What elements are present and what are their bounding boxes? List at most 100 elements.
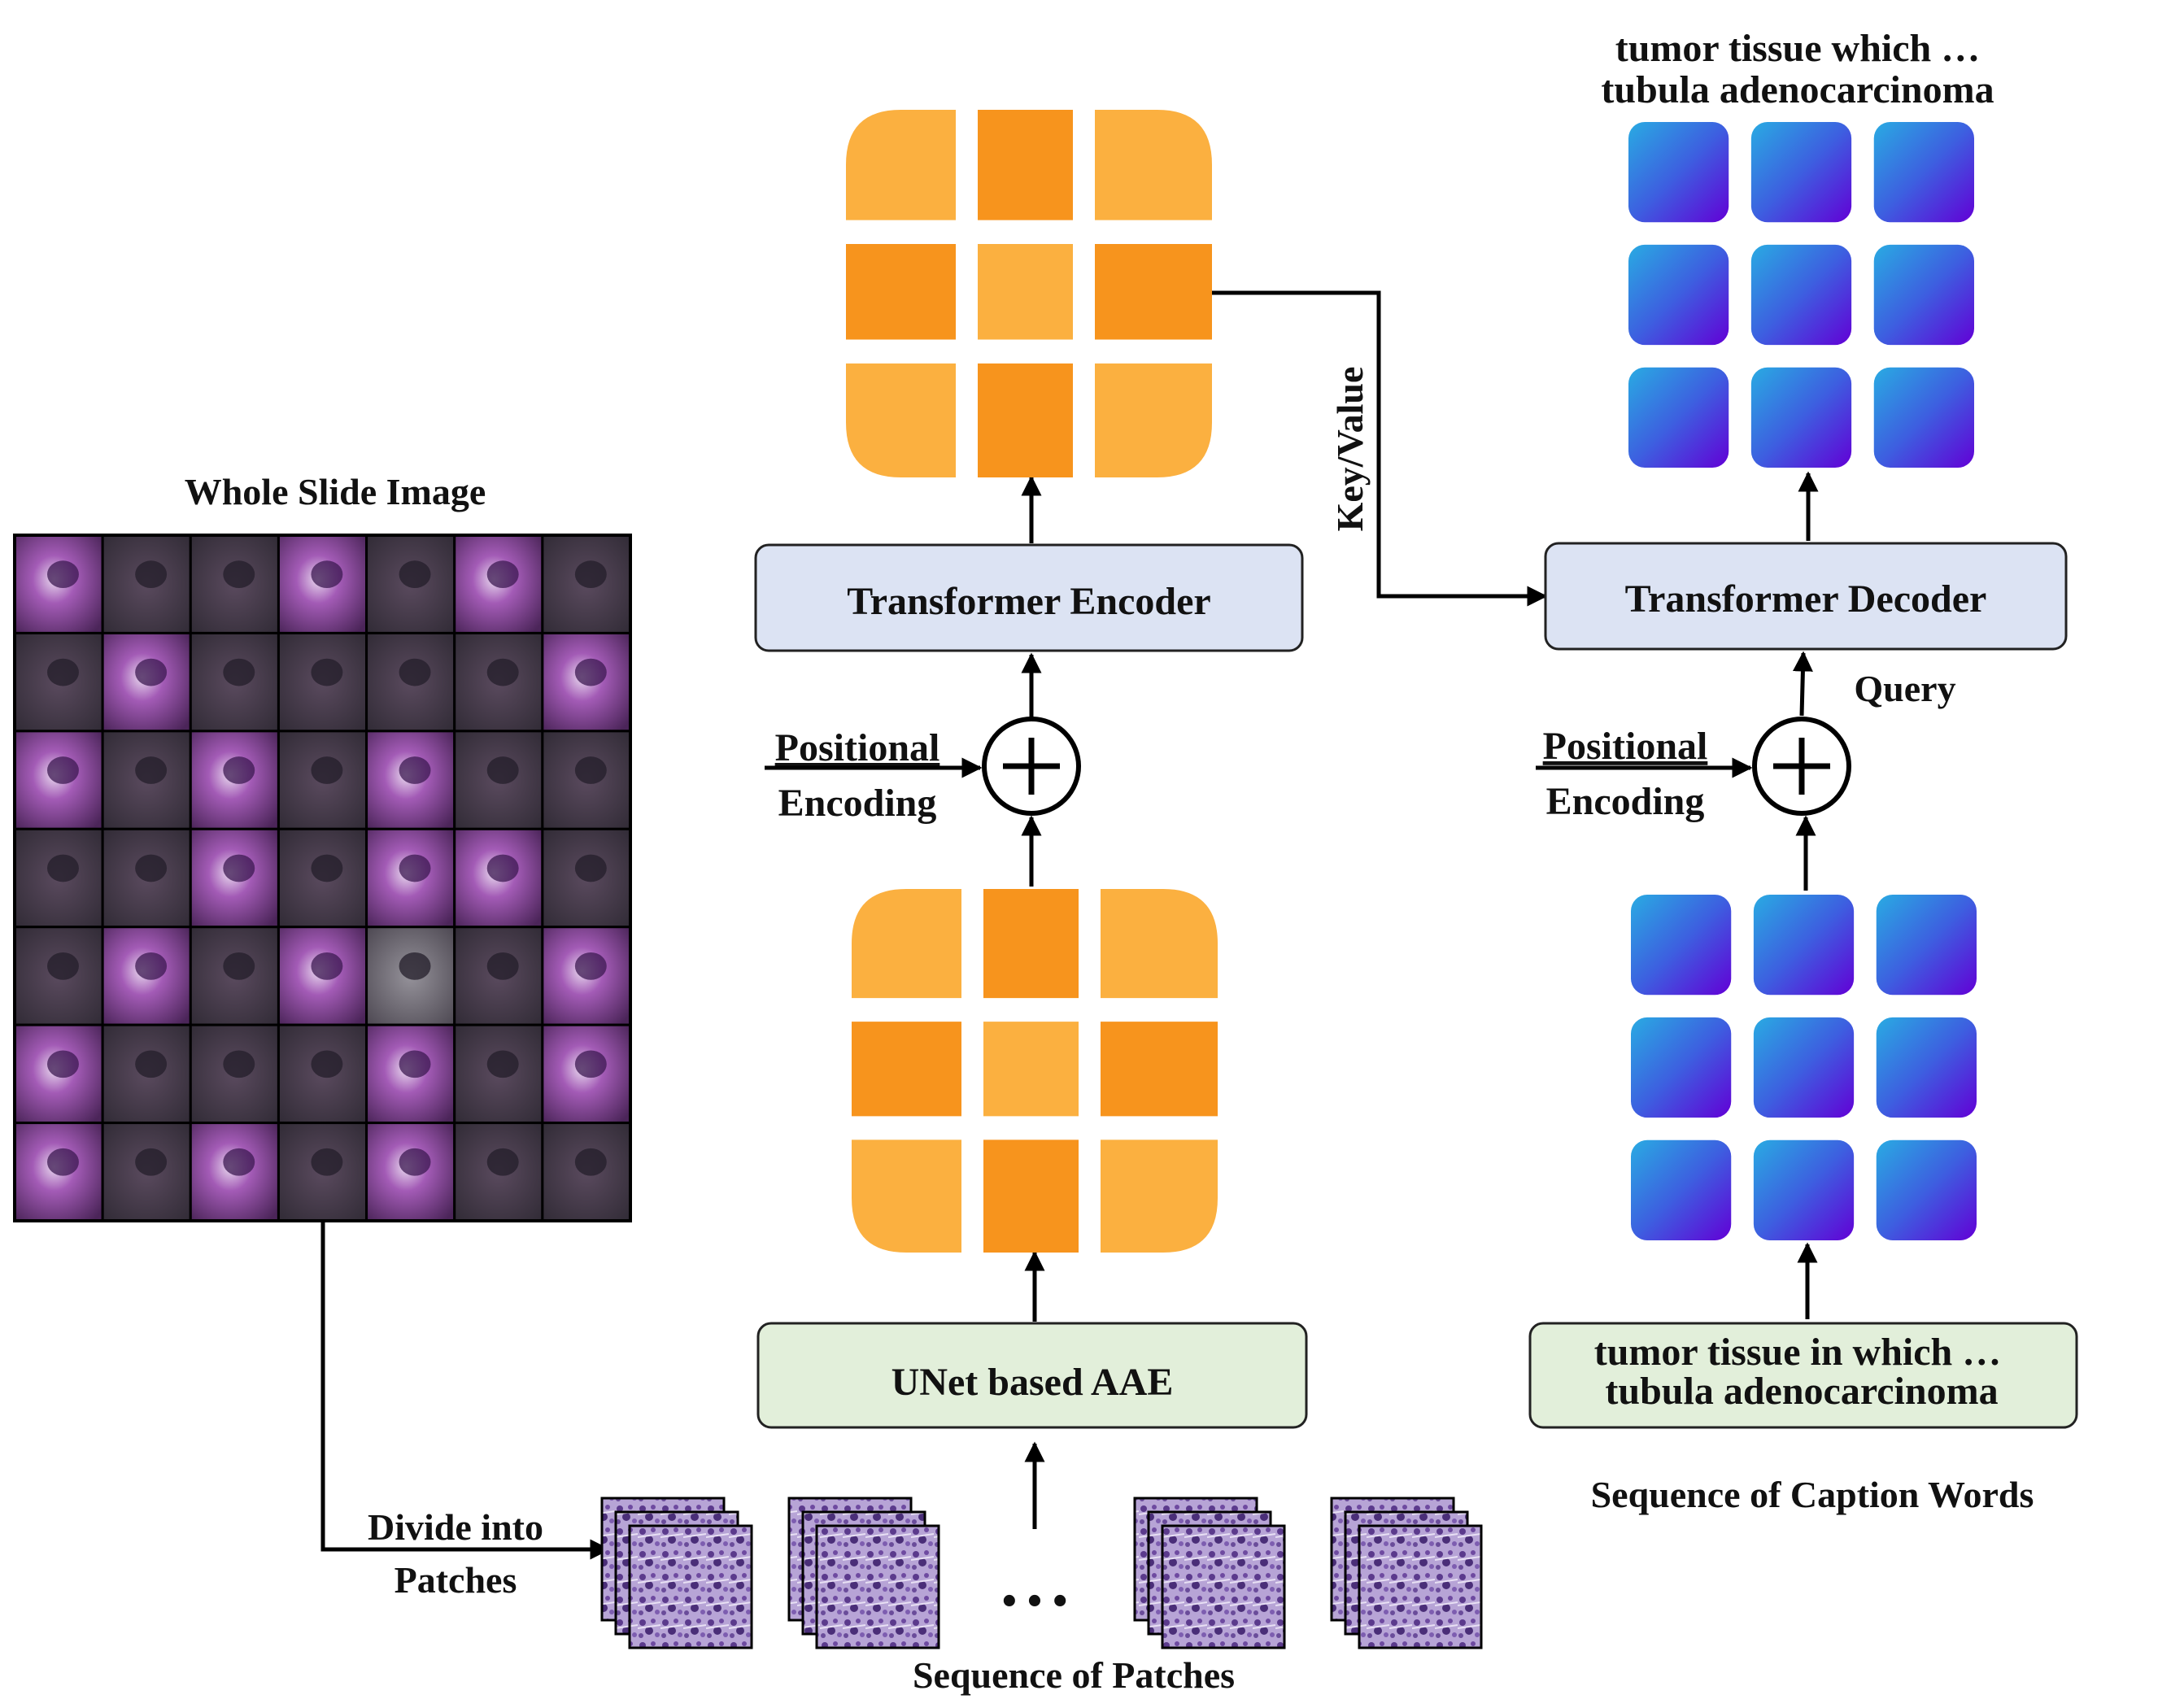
embedding-cell xyxy=(852,1022,961,1117)
whole-slide-image xyxy=(13,534,632,1222)
tissue-nucleus xyxy=(574,658,607,686)
wsi-tile xyxy=(13,827,104,929)
sequence-of-patches-label: Sequence of Patches xyxy=(913,1654,1235,1696)
tissue-nucleus xyxy=(486,560,519,589)
tissue-nucleus xyxy=(47,756,79,784)
transformer-encoder-label: Transformer Encoder xyxy=(847,580,1210,623)
embedding-cell xyxy=(1753,1017,1855,1118)
tissue-nucleus xyxy=(223,658,255,686)
embedding-cell xyxy=(1095,110,1212,220)
transformer-encoder-box xyxy=(754,543,1304,652)
embedding-cell xyxy=(983,1022,1079,1117)
encoder-positional-label: Positional xyxy=(775,726,940,769)
tissue-nucleus xyxy=(311,658,343,686)
tissue-nucleus xyxy=(574,560,607,589)
embedding-cell xyxy=(852,1139,961,1253)
embedding-cell xyxy=(846,363,956,477)
patch-embedding-grid xyxy=(852,889,1218,1253)
tissue-nucleus xyxy=(135,854,168,882)
tissue-nucleus xyxy=(399,1148,431,1176)
tissue-nucleus xyxy=(574,854,607,882)
query-label: Query xyxy=(1854,668,1955,709)
tissue-nucleus xyxy=(223,756,255,784)
embedding-cell xyxy=(1631,895,1732,996)
tissue-nucleus xyxy=(223,854,255,882)
word-embedding-grid xyxy=(1631,895,1977,1240)
key-value-arrow xyxy=(1212,290,1548,607)
embedding-cell xyxy=(1753,1139,1855,1240)
tissue-nucleus xyxy=(223,1050,255,1078)
embedding-cell xyxy=(1101,1139,1218,1253)
embedding-cell xyxy=(1628,122,1729,223)
decoder-encoding-label: Encoding xyxy=(1546,780,1705,823)
decoder-positional-label: Positional xyxy=(1543,725,1708,768)
tissue-nucleus xyxy=(574,1148,607,1176)
tissue-nucleus xyxy=(311,1050,343,1078)
transformer-decoder-label: Transformer Decoder xyxy=(1625,577,1987,621)
tissue-nucleus xyxy=(311,854,343,882)
encoder-encoding-label: Encoding xyxy=(778,782,937,825)
stacked-patches-icon xyxy=(600,1497,753,1649)
key-value-label: Key/Value xyxy=(1329,367,1371,532)
adder-to-decoder-arrow xyxy=(1792,651,1813,717)
tissue-nucleus xyxy=(574,756,607,784)
patch-sequence xyxy=(600,1497,1483,1649)
tissue-nucleus xyxy=(135,756,168,784)
tissue-nucleus xyxy=(135,952,168,980)
tissue-nucleus xyxy=(223,1148,255,1176)
embedding-cell xyxy=(1628,244,1729,346)
stacked-patches-icon xyxy=(787,1497,940,1649)
tissue-nucleus xyxy=(486,952,519,980)
patch-tile xyxy=(1358,1524,1483,1649)
tissue-nucleus xyxy=(47,854,79,882)
caption-input-line2: tubula adenocarcinoma xyxy=(1605,1370,1998,1413)
tissue-nucleus xyxy=(47,560,79,589)
embedding-cell xyxy=(1750,244,1852,346)
divide-into-label: Divide into xyxy=(368,1506,543,1548)
patches-label: Patches xyxy=(395,1559,517,1601)
output-caption-line2: tubula adenocarcinoma xyxy=(1601,68,1994,111)
circled-plus-icon xyxy=(1752,717,1851,816)
embedding-cell xyxy=(846,110,956,220)
tissue-nucleus xyxy=(486,1050,519,1078)
embedding-cell xyxy=(1876,1017,1977,1118)
embedding-cell xyxy=(1631,1139,1732,1240)
embedding-cell xyxy=(1876,895,1977,996)
embedding-cell xyxy=(1876,1139,1977,1240)
tissue-nucleus xyxy=(311,560,343,589)
tissue-nucleus xyxy=(311,1148,343,1176)
embedding-cell xyxy=(978,363,1073,477)
tissue-nucleus xyxy=(311,756,343,784)
tissue-nucleus xyxy=(486,854,519,882)
tissue-nucleus xyxy=(135,1050,168,1078)
embedding-cell xyxy=(1873,367,1974,468)
patch-tile xyxy=(1161,1524,1286,1649)
embedding-cell xyxy=(846,243,956,340)
embedding-cell xyxy=(1628,367,1729,468)
tissue-nucleus xyxy=(399,854,431,882)
embedding-cell xyxy=(1101,1022,1218,1117)
stacked-patches-icon xyxy=(1133,1497,1286,1649)
patch-tile xyxy=(628,1524,753,1649)
unet-aae-label: UNet based AAE xyxy=(892,1361,1174,1404)
tissue-nucleus xyxy=(574,1050,607,1078)
predicted-word-grid xyxy=(1628,122,1974,468)
embedding-cell xyxy=(1750,122,1852,223)
embedding-cell xyxy=(1631,1017,1732,1118)
embedding-cell xyxy=(983,889,1079,999)
circled-plus-icon xyxy=(982,717,1081,816)
tissue-nucleus xyxy=(223,952,255,980)
embedding-cell xyxy=(983,1139,1079,1253)
tissue-nucleus xyxy=(47,658,79,686)
ellipsis: • • • xyxy=(1002,1578,1068,1624)
sequence-of-caption-words-label: Sequence of Caption Words xyxy=(1591,1474,2034,1515)
embedding-cell xyxy=(1873,122,1974,223)
wsi-to-patches-arrow xyxy=(320,1220,611,1560)
transformer-decoder-box xyxy=(1544,542,2068,651)
patch-tile xyxy=(815,1524,940,1649)
tissue-nucleus xyxy=(47,1050,79,1078)
tissue-nucleus xyxy=(311,952,343,980)
embedding-cell xyxy=(1750,367,1852,468)
embedding-cell xyxy=(1095,243,1212,340)
